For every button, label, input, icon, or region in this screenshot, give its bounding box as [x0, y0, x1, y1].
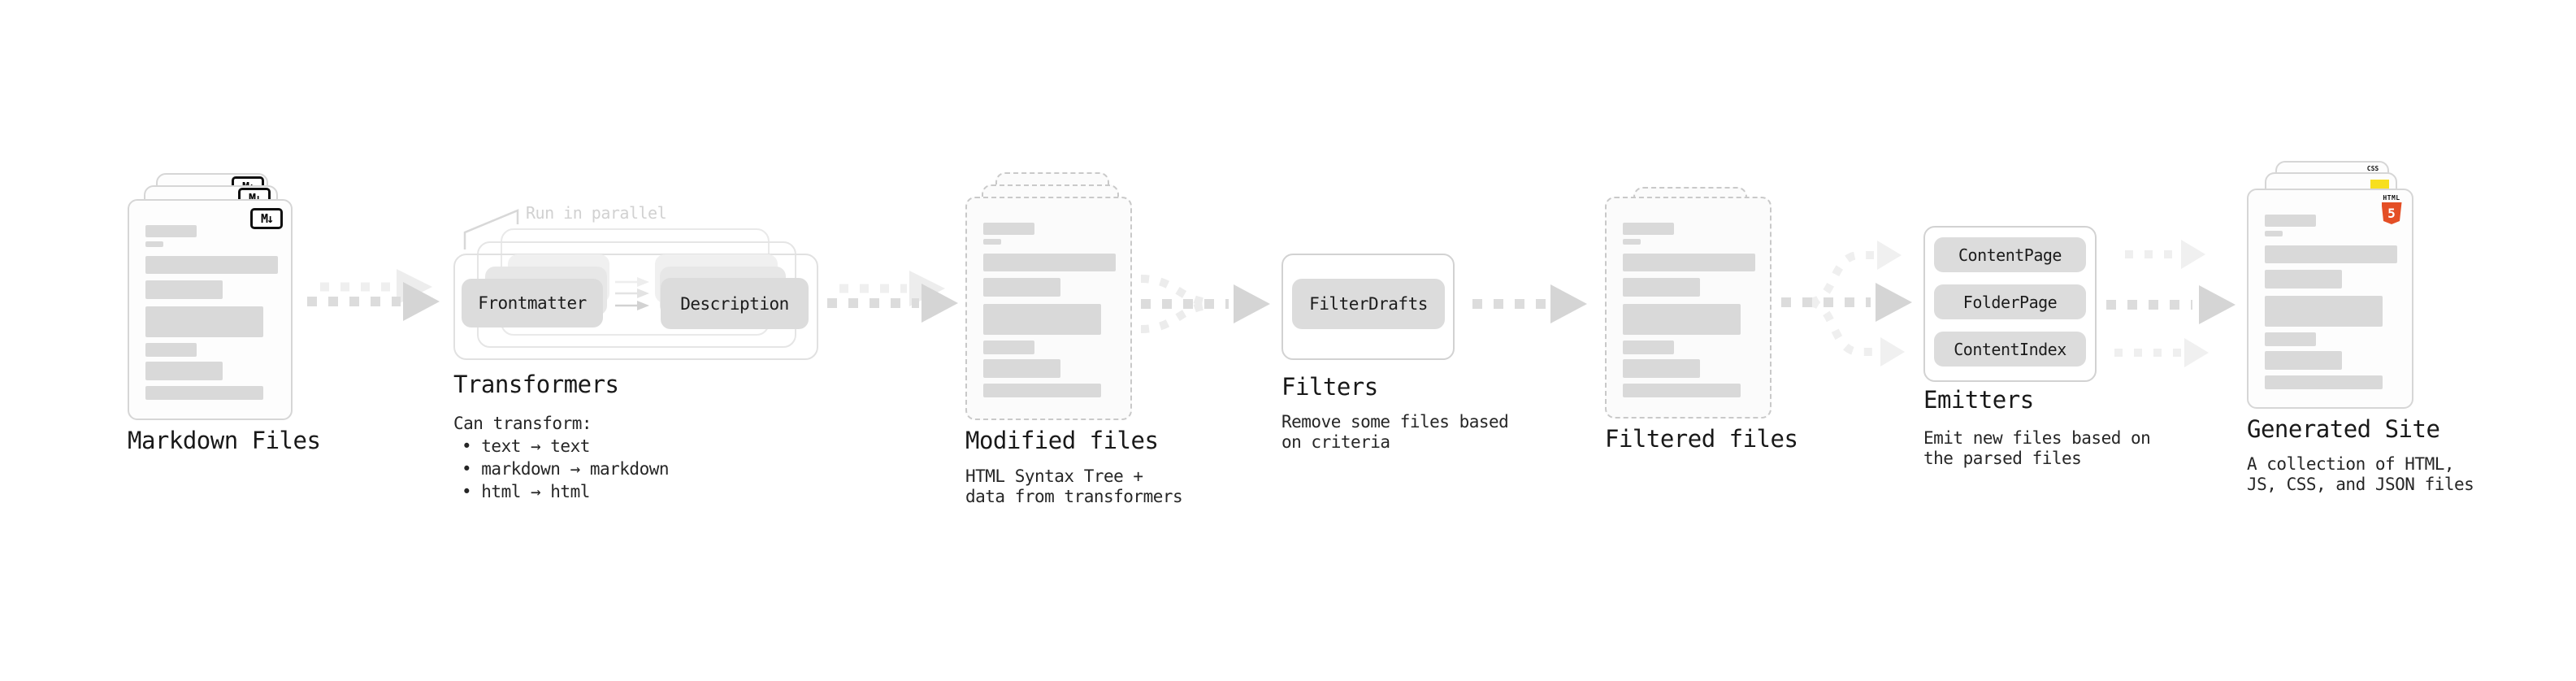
subtitle-line: the parsed files	[1923, 449, 2082, 468]
doc-content-bar	[1623, 239, 1641, 245]
doc-content-bar	[2265, 231, 2283, 236]
doc-content-bar	[983, 239, 1001, 245]
doc-content-bar	[2265, 215, 2316, 227]
html5-number: 5	[2387, 206, 2396, 221]
transformers-title: Transformers	[453, 371, 619, 398]
doc-content-bar	[145, 280, 223, 299]
js-icon	[2370, 180, 2389, 191]
transformer-parallel-arrows-icon	[615, 277, 649, 310]
html5-icon: HTML 5	[2380, 194, 2403, 224]
description-chip: Description	[661, 278, 809, 329]
doc-content-bar	[2265, 270, 2342, 288]
filtered-file-card-front	[1605, 197, 1772, 419]
arrow-modified-to-filters-merge-icon	[1140, 275, 1270, 333]
markdown-files-title: Markdown Files	[128, 427, 321, 454]
doc-content-bar	[983, 359, 1060, 378]
doc-content-bar	[145, 362, 223, 380]
modified-files-subtitle: HTML Syntax Tree + data from transformer…	[965, 466, 1183, 507]
doc-content-bar	[145, 386, 263, 400]
arrow-transformers-to-modified-icon	[827, 271, 958, 323]
transformers-description: Can transform: • text → text • markdown …	[453, 412, 670, 503]
doc-content-bar	[1623, 278, 1700, 297]
filtered-files-title: Filtered files	[1605, 425, 1798, 453]
transform-bullet: • text → text	[462, 436, 590, 456]
emitters-title: Emitters	[1923, 386, 2034, 414]
doc-content-bar	[145, 225, 197, 237]
can-transform-heading: Can transform:	[453, 414, 592, 433]
doc-content-bar	[145, 343, 197, 357]
subtitle-line: Emit new files based on	[1923, 428, 2151, 448]
transformer-box-front	[453, 254, 818, 360]
doc-content-bar	[2265, 332, 2316, 346]
site-file-card-html: HTML 5	[2247, 189, 2413, 409]
contentpage-chip: ContentPage	[1934, 237, 2086, 272]
subtitle-line: JS, CSS, and JSON files	[2247, 475, 2474, 494]
run-in-parallel-callout-line	[463, 209, 519, 249]
arrow-emitters-to-site-icon	[2106, 240, 2236, 367]
modified-file-card-front	[965, 197, 1132, 420]
folderpage-chip: FolderPage	[1934, 284, 2086, 319]
arrow-filtered-to-emitters-fanout-icon	[1781, 241, 1912, 367]
subtitle-line: A collection of HTML,	[2247, 454, 2455, 474]
subtitle-line: data from transformers	[965, 487, 1183, 506]
doc-content-bar	[983, 223, 1034, 235]
doc-content-bar	[1623, 304, 1741, 335]
generated-site-title: Generated Site	[2247, 415, 2440, 443]
contentindex-chip: ContentIndex	[1934, 332, 2086, 367]
doc-content-bar	[1623, 384, 1741, 397]
doc-content-bar	[983, 254, 1116, 271]
doc-content-bar	[983, 340, 1034, 354]
subtitle-line: Remove some files based	[1281, 412, 1509, 432]
markdown-file-card-front: M↓	[128, 199, 293, 420]
frontmatter-chip: Frontmatter	[462, 279, 603, 327]
run-in-parallel-label: Run in parallel	[526, 203, 667, 223]
doc-content-bar	[145, 256, 278, 274]
doc-content-bar	[983, 384, 1101, 397]
doc-content-bar	[983, 278, 1060, 297]
filters-title: Filters	[1281, 373, 1378, 401]
doc-content-bar	[2265, 351, 2342, 370]
doc-content-bar	[1623, 254, 1755, 271]
arrow-filters-to-filtered-icon	[1472, 284, 1587, 323]
html5-wordmark: HTML	[2383, 194, 2400, 202]
modified-files-title: Modified files	[965, 427, 1159, 454]
doc-content-bar	[2265, 245, 2397, 263]
subtitle-line: HTML Syntax Tree +	[965, 466, 1143, 486]
doc-content-bar	[983, 304, 1101, 335]
doc-content-bar	[2265, 375, 2383, 389]
arrow-markdown-to-transformers-icon	[307, 269, 440, 321]
filterdrafts-chip: FilterDrafts	[1292, 279, 1445, 329]
generated-site-subtitle: A collection of HTML, JS, CSS, and JSON …	[2247, 454, 2474, 495]
html5-shield: 5	[2381, 202, 2402, 224]
doc-content-bar	[2265, 296, 2383, 327]
markdown-icon: M↓	[250, 208, 283, 229]
doc-content-bar	[145, 306, 263, 337]
doc-content-bar	[145, 241, 163, 247]
doc-content-bar	[1623, 223, 1674, 235]
emitters-subtitle: Emit new files based on the parsed files	[1923, 428, 2151, 469]
filters-subtitle: Remove some files based on criteria	[1281, 412, 1509, 453]
doc-content-bar	[1623, 359, 1700, 378]
transform-bullet: • markdown → markdown	[462, 459, 670, 479]
doc-content-bar	[1623, 340, 1674, 354]
subtitle-line: on criteria	[1281, 432, 1390, 452]
transform-bullet: • html → html	[462, 482, 590, 501]
